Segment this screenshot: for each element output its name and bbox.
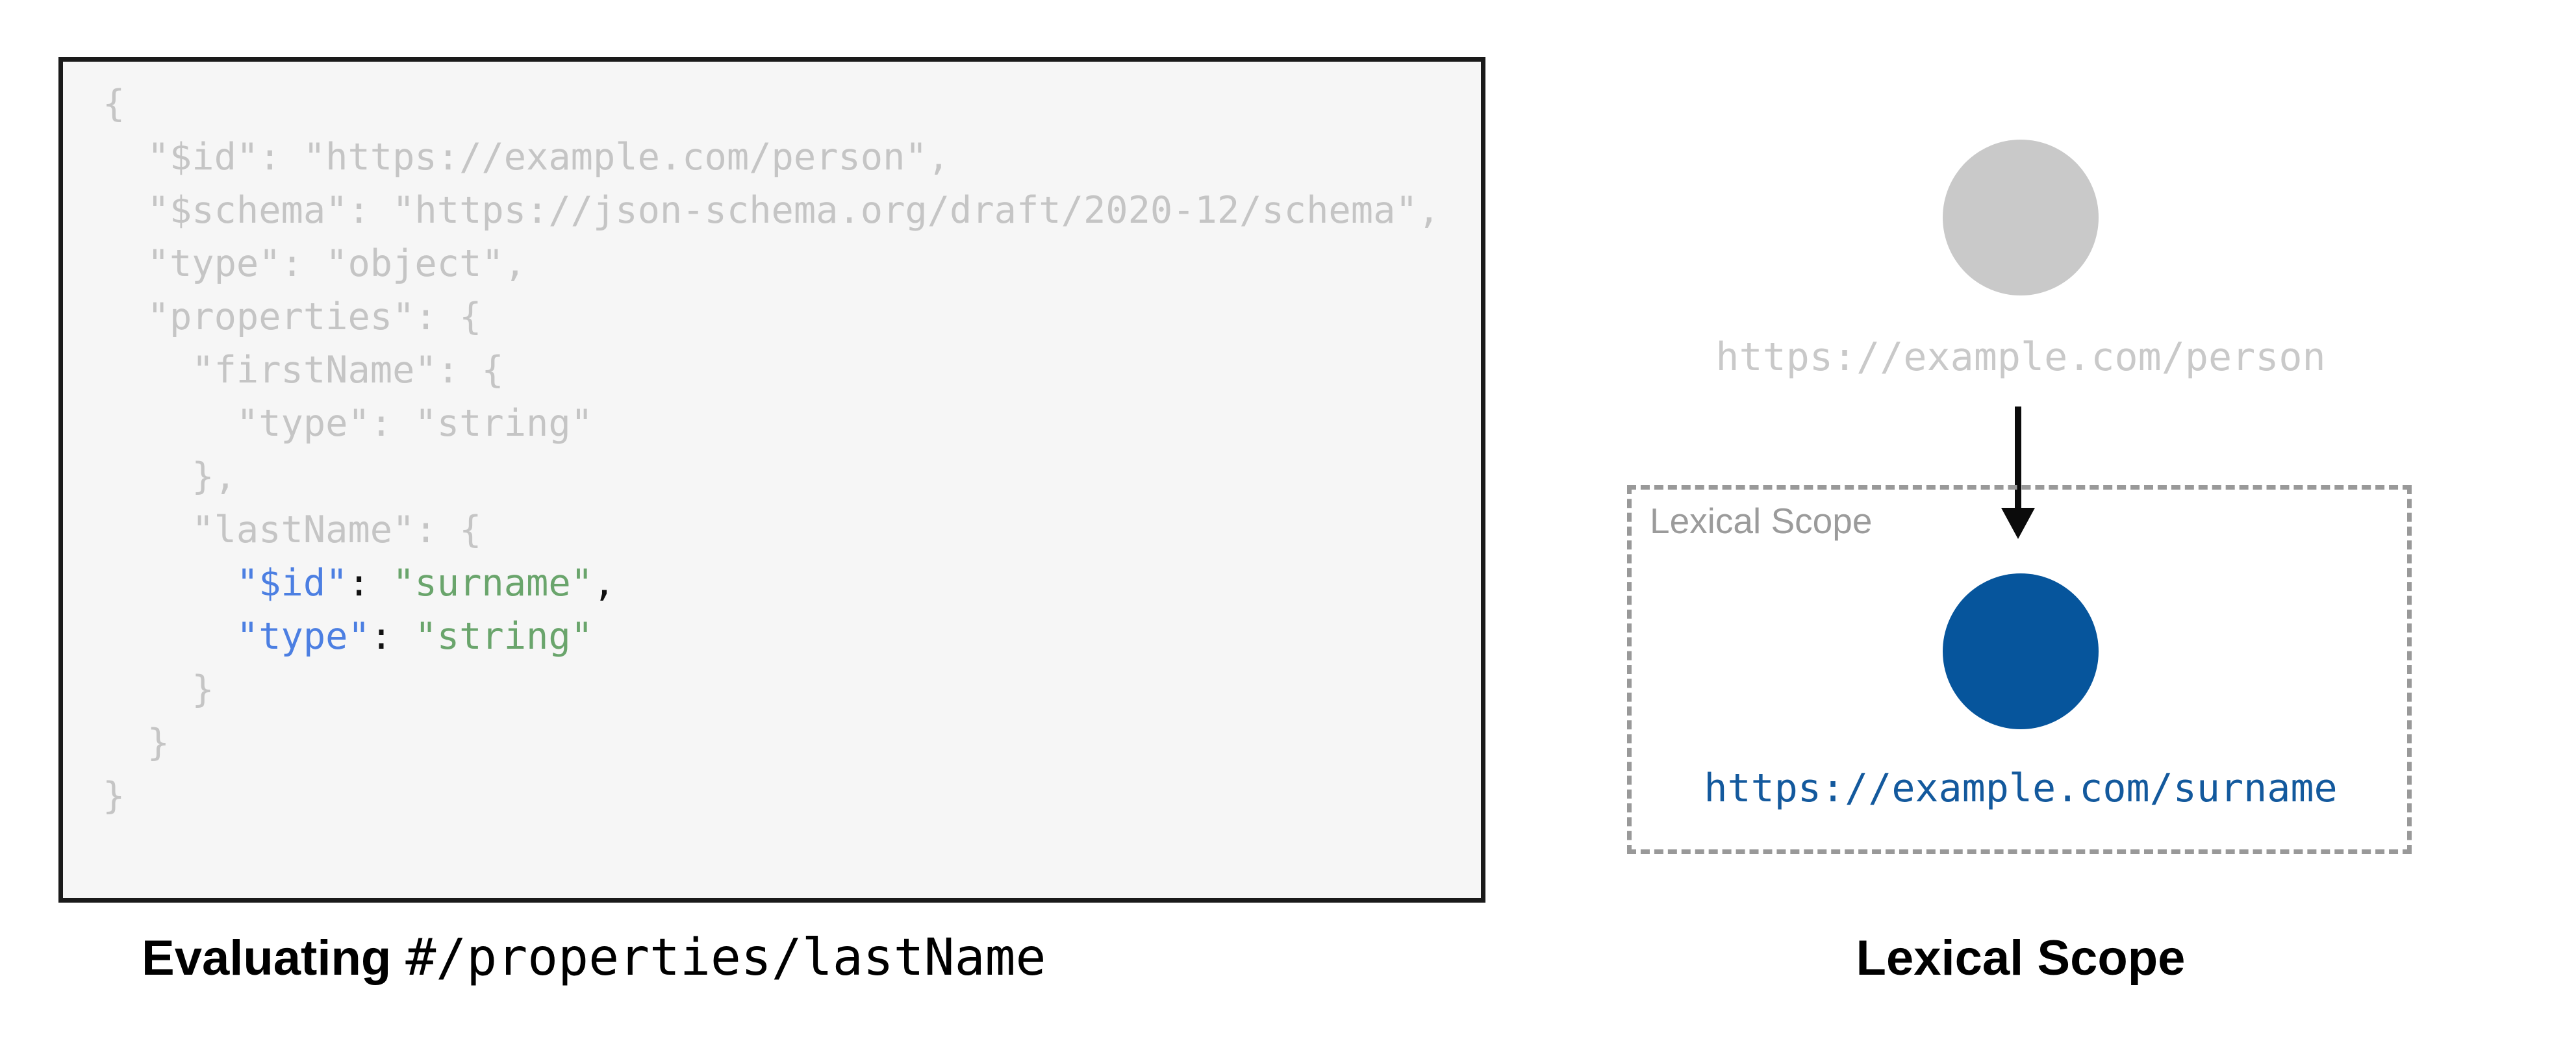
code-line: }, bbox=[103, 455, 236, 498]
evaluating-caption-word: Evaluating bbox=[142, 931, 392, 986]
person-node-circle bbox=[1943, 140, 2099, 295]
code-line: "type": "string" bbox=[103, 402, 593, 445]
person-node-label: https://example.com/person bbox=[1715, 334, 2326, 380]
surname-node-circle bbox=[1943, 573, 2099, 729]
arrow-line bbox=[2015, 407, 2021, 509]
lexical-scope-box bbox=[1627, 485, 2412, 854]
code-line: "$id": "https://example.com/person", bbox=[103, 136, 950, 179]
code-line: } bbox=[103, 721, 170, 764]
evaluating-caption: Evaluating#/properties/lastName bbox=[142, 929, 1046, 987]
arrow-head-icon bbox=[2001, 508, 2035, 539]
code-line: "$schema": "https://json-schema.org/draf… bbox=[103, 189, 1441, 232]
code-block: { "$id": "https://example.com/person", "… bbox=[103, 77, 1440, 823]
lexical-scope-caption: Lexical Scope bbox=[1856, 931, 2186, 986]
evaluating-caption-json-pointer: #/properties/lastName bbox=[405, 929, 1046, 987]
code-line: "properties": { bbox=[103, 295, 482, 338]
code-line: "firstName": { bbox=[103, 349, 504, 392]
code-line: { bbox=[103, 82, 125, 125]
code-line: } bbox=[103, 775, 125, 818]
surname-node-label: https://example.com/surname bbox=[1704, 766, 2338, 811]
code-line: "type": "object", bbox=[103, 242, 527, 285]
code-line: "$id": "surname", bbox=[236, 562, 616, 605]
lexical-scope-box-label: Lexical Scope bbox=[1650, 501, 1873, 541]
code-line: "lastName": { bbox=[103, 508, 482, 551]
code-line: } bbox=[103, 668, 214, 711]
code-line: "type": "string" bbox=[236, 615, 593, 658]
json-schema-code-panel: { "$id": "https://example.com/person", "… bbox=[58, 57, 1485, 903]
